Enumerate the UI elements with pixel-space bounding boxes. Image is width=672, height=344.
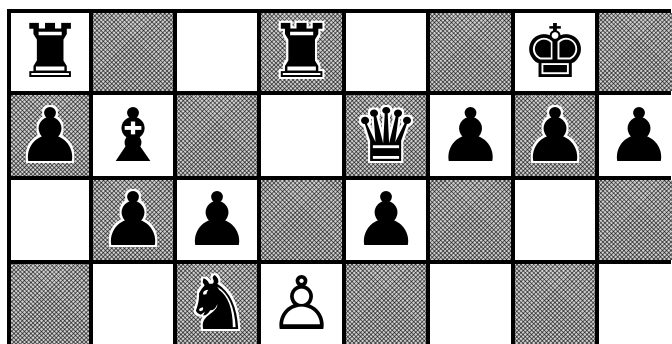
white-pawn-icon: ♙ — [261, 264, 342, 344]
square-r4-d[interactable]: ♙ — [261, 264, 342, 344]
white-pawn-glyph: ♙ — [268, 267, 334, 341]
black-pawn-icon: ♟ — [346, 180, 426, 260]
square-r2-a[interactable]: ♟ — [11, 95, 89, 176]
square-r1-d[interactable]: ♜ — [261, 13, 342, 91]
black-bishop-glyph: ♝ — [100, 99, 166, 173]
square-r3-e[interactable]: ♟ — [346, 180, 426, 260]
square-r3-g[interactable] — [515, 180, 595, 260]
black-pawn-glyph: ♟ — [606, 99, 672, 173]
black-queen-icon: ♛ — [346, 95, 426, 176]
black-queen-glyph: ♛ — [353, 99, 419, 173]
black-rook-icon: ♜ — [261, 13, 342, 91]
black-pawn-icon: ♟ — [93, 180, 173, 260]
square-r4-c[interactable]: ♞ — [177, 264, 257, 344]
square-r4-b[interactable] — [93, 264, 173, 344]
square-r2-e[interactable]: ♛ — [346, 95, 426, 176]
square-r2-b[interactable]: ♝ — [93, 95, 173, 176]
black-pawn-icon: ♟ — [177, 180, 257, 260]
square-r1-b[interactable] — [93, 13, 173, 91]
square-r2-h[interactable]: ♟ — [599, 95, 672, 176]
square-r3-d[interactable] — [261, 180, 342, 260]
square-r4-f[interactable] — [430, 264, 511, 344]
black-knight-glyph: ♞ — [184, 267, 250, 341]
square-r3-a[interactable] — [11, 180, 89, 260]
square-r4-g[interactable] — [515, 264, 595, 344]
black-knight-icon: ♞ — [177, 264, 257, 344]
black-king-icon: ♚ — [515, 13, 595, 91]
square-r1-h[interactable] — [599, 13, 672, 91]
square-r4-e[interactable] — [346, 264, 426, 344]
black-pawn-glyph: ♟ — [184, 183, 250, 257]
black-rook-glyph: ♜ — [268, 15, 334, 89]
square-r2-c[interactable] — [177, 95, 257, 176]
black-pawn-glyph: ♟ — [437, 99, 503, 173]
square-r3-c[interactable]: ♟ — [177, 180, 257, 260]
black-pawn-icon: ♟ — [515, 95, 595, 176]
black-bishop-icon: ♝ — [93, 95, 173, 176]
black-pawn-icon: ♟ — [430, 95, 511, 176]
square-r3-b[interactable]: ♟ — [93, 180, 173, 260]
black-pawn-glyph: ♟ — [522, 99, 588, 173]
black-king-glyph: ♚ — [522, 15, 588, 89]
square-r2-f[interactable]: ♟ — [430, 95, 511, 176]
black-pawn-icon: ♟ — [599, 95, 672, 176]
square-r4-a[interactable] — [11, 264, 89, 344]
square-r1-f[interactable] — [430, 13, 511, 91]
black-rook-icon: ♜ — [11, 13, 89, 91]
black-pawn-glyph: ♟ — [17, 99, 83, 173]
square-r2-g[interactable]: ♟ — [515, 95, 595, 176]
square-r3-f[interactable] — [430, 180, 511, 260]
chess-board: ♜♜♚♟♝♛♟♟♟♟♟♟♞♙ — [7, 9, 671, 344]
black-pawn-icon: ♟ — [11, 95, 89, 176]
square-r2-d[interactable] — [261, 95, 342, 176]
square-r1-c[interactable] — [177, 13, 257, 91]
square-r1-g[interactable]: ♚ — [515, 13, 595, 91]
square-r3-h[interactable] — [599, 180, 672, 260]
square-r4-h[interactable] — [599, 264, 672, 344]
black-rook-glyph: ♜ — [17, 15, 83, 89]
square-r1-a[interactable]: ♜ — [11, 13, 89, 91]
black-pawn-glyph: ♟ — [353, 183, 419, 257]
square-r1-e[interactable] — [346, 13, 426, 91]
black-pawn-glyph: ♟ — [100, 183, 166, 257]
